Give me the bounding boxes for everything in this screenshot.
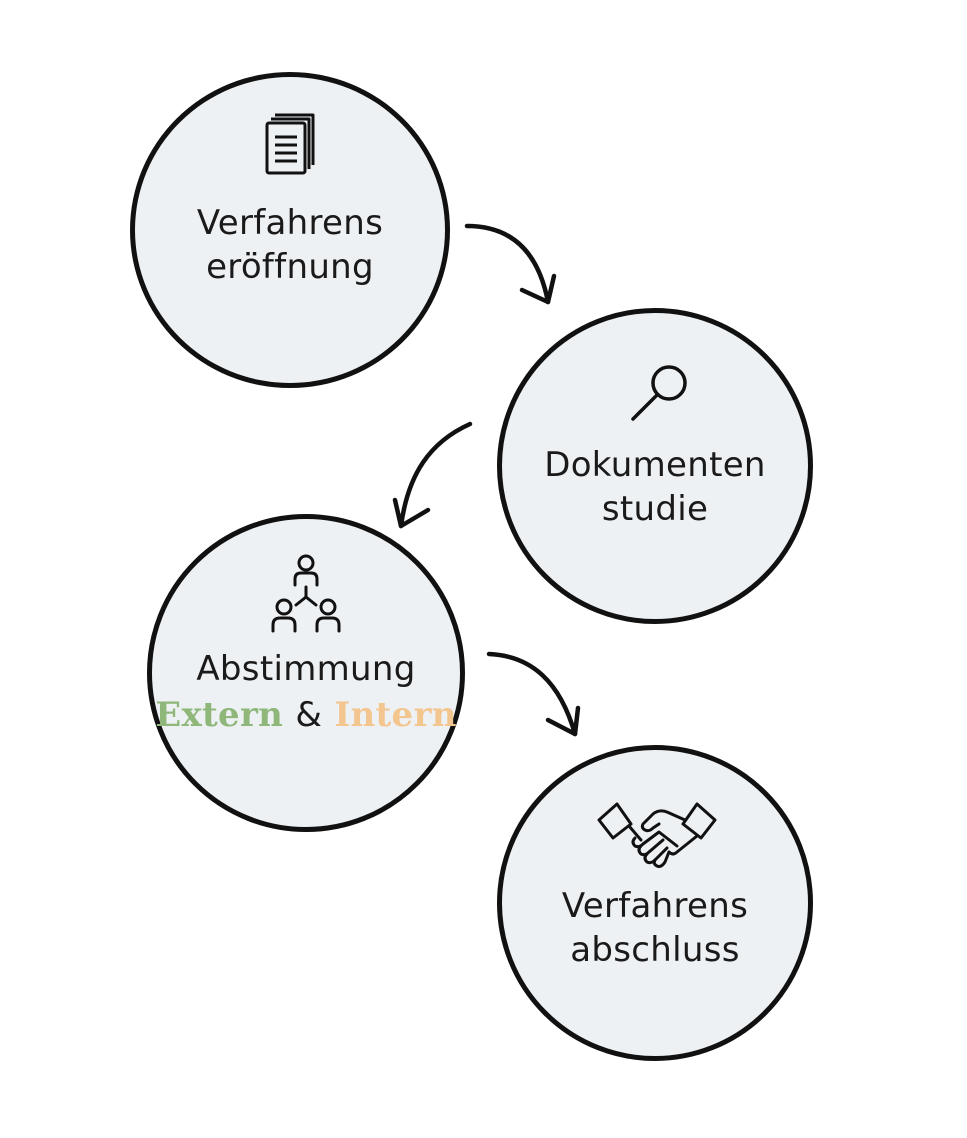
arrow-step2-to-step3	[392, 421, 473, 529]
step-label: Dokumenten studie	[502, 443, 808, 531]
step-dokumentenstudie: Dokumenten studie	[497, 308, 813, 624]
extern-label: Extern	[155, 695, 284, 735]
step-label-line2: eröffnung	[206, 247, 374, 287]
magnifier-icon	[631, 365, 687, 421]
ampersand: &	[295, 695, 323, 735]
step-label-line1: Abstimmung	[196, 649, 416, 689]
arrow-step3-to-step4	[486, 651, 581, 737]
step-label-line1: Verfahrens	[561, 886, 749, 926]
step-label-line2: studie	[601, 489, 709, 529]
step-verfahrensabschluss: Verfahrens abschluss	[497, 745, 813, 1061]
step-label-line1: Verfahrens	[196, 203, 384, 243]
team-hierarchy-icon	[271, 554, 341, 633]
handshake-icon	[597, 802, 717, 868]
arrow-step1-to-step2	[464, 223, 557, 305]
step-label-line1: Dokumenten	[544, 445, 766, 485]
step-label: Verfahrens abschluss	[502, 884, 808, 972]
documents-icon	[265, 113, 315, 175]
step-label: Abstimmung Extern & Intern	[152, 647, 460, 737]
step-verfahrenseroeffnung: Verfahrens eröffnung	[130, 72, 450, 388]
step-abstimmung: Abstimmung Extern & Intern	[147, 514, 465, 832]
step-label-line2: abschluss	[570, 930, 740, 970]
stakeholder-line: Extern & Intern	[152, 693, 460, 737]
intern-label: Intern	[334, 695, 457, 735]
step-label: Verfahrens eröffnung	[135, 201, 445, 289]
